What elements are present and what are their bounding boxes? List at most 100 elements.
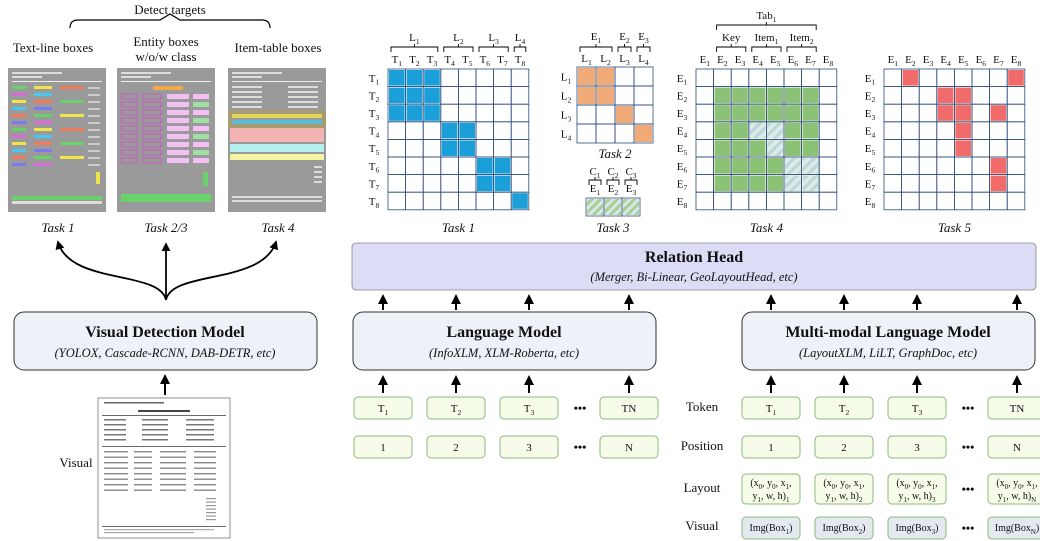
task5-cell (1006, 191, 1026, 211)
lm-token-ellipsis: ••• (574, 401, 587, 415)
task1-group-brace (478, 44, 509, 52)
task5-col-label: E2 (905, 54, 916, 68)
task2-group-label: E1 (591, 31, 602, 45)
task1-col-label: T4 (444, 54, 455, 68)
visual-detection-subtitle: (YOLOX, Cascade-RCNN, DAB-DETR, etc) (55, 346, 276, 360)
task2-caption: Task 2 (598, 146, 632, 161)
mm-layout-box (887, 473, 947, 505)
lm-token-label: T1 (378, 403, 389, 417)
detect-targets-title: Detect targets (134, 2, 206, 17)
task2-cell (633, 66, 654, 87)
detection-arrows (55, 240, 279, 301)
task3-caption: Task 3 (596, 220, 630, 235)
task3-group-label: C3 (625, 166, 636, 180)
mm-layout-label-line1: (x0, y0, x1, (996, 478, 1037, 491)
task5-row-label: E7 (865, 178, 876, 192)
task3-group-brace (588, 177, 602, 185)
task4-cell (801, 191, 820, 211)
thumb-line (88, 101, 100, 103)
thumb-box (120, 141, 138, 148)
task1-group-label: L1 (409, 32, 420, 46)
task2-relation-cell (597, 68, 614, 85)
doc-line (134, 467, 152, 469)
task2-col-label: L2 (600, 53, 611, 67)
task5-relation-cell (1008, 70, 1024, 86)
thumb-box (167, 102, 189, 107)
thumb-box (193, 118, 209, 123)
task4-cell (695, 156, 715, 176)
doc-line (186, 439, 214, 441)
thumb-box (60, 156, 84, 159)
task1-cell (422, 121, 442, 140)
mm-token-box (741, 396, 801, 420)
mm-visual-box (987, 516, 1040, 540)
task2-cell (614, 123, 635, 144)
task4-group-label: Key (722, 32, 741, 44)
task1-cell (405, 138, 424, 158)
mm-position-ellipsis: ••• (962, 440, 975, 454)
task1-row-label: T5 (369, 143, 380, 157)
task1-cell (440, 174, 459, 193)
task5-cell (901, 86, 920, 105)
task2-row-label: L2 (561, 91, 572, 105)
task5-cell (971, 156, 991, 176)
task4-row-label: E7 (677, 178, 688, 192)
task4-relation-cell (785, 122, 801, 139)
task4-relation-cell (732, 122, 748, 139)
language-model: Language Model (InfoXLM, XLM-Roberta, et… (352, 311, 657, 371)
doc-line (134, 484, 152, 486)
thumb-box (120, 133, 138, 140)
thumb-box (34, 163, 52, 166)
thumb-line (288, 106, 318, 108)
task5-relation-cell (990, 105, 1007, 121)
task1-cell (457, 86, 477, 105)
task1-group-brace (390, 44, 439, 52)
thumb-box (232, 114, 322, 118)
mm-position-box (741, 435, 801, 459)
task4-cell (695, 174, 715, 193)
task4-cell (818, 174, 838, 193)
thumb-box (12, 100, 26, 103)
doc-line (134, 473, 152, 475)
thumb-box (120, 101, 138, 108)
task5-row-label: E1 (865, 73, 876, 87)
doc-line (104, 419, 126, 421)
doc-line (194, 473, 216, 475)
task4-relation-cell (802, 122, 819, 139)
task5-cell (883, 103, 903, 123)
task4-relation-cell (732, 105, 748, 121)
thumb-line (88, 122, 100, 124)
thumb-line (232, 200, 322, 202)
doc-line (206, 508, 216, 510)
task5-cell (989, 121, 1008, 140)
task4-cell (695, 191, 715, 211)
task5-cell (1006, 121, 1026, 140)
doc-line (104, 484, 128, 486)
doc-line (104, 429, 126, 431)
thumb-line (232, 196, 322, 198)
thumb-box (12, 149, 26, 152)
thumb-line (288, 86, 318, 88)
doc-line (104, 467, 128, 469)
thumb-line (288, 91, 318, 93)
mm-visual-label: Img(Box1) (750, 523, 793, 536)
task1-relation-cell (494, 158, 511, 174)
lm-token-box (353, 396, 413, 420)
task4-cell (801, 68, 820, 88)
task1-cell (475, 121, 495, 140)
thumb-box (120, 157, 138, 164)
task5-cell (901, 138, 920, 158)
task1-relation-cell (441, 122, 458, 139)
lm-position-label: N (625, 442, 633, 454)
doc-line (194, 462, 216, 464)
task1-relation-cell (406, 87, 423, 104)
language-model-subtitle: (InfoXLM, XLM-Roberta, etc) (429, 346, 579, 360)
task4-cell (766, 68, 785, 88)
mm-visual-box (814, 516, 874, 540)
thumb-box (34, 156, 52, 159)
task1-row-label: T8 (369, 196, 380, 210)
task5-cell (918, 174, 938, 193)
task5-cell (971, 103, 991, 123)
task5-row-label: E5 (865, 143, 876, 157)
